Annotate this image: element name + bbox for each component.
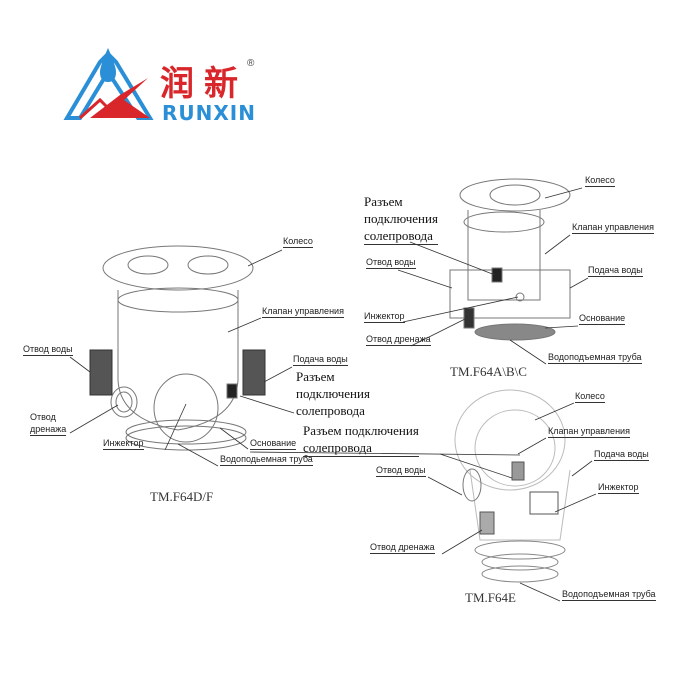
e-riser-label: Водоподъемная труба xyxy=(562,589,656,601)
df-brine-line-2: подключения xyxy=(296,386,370,401)
valve-f64df-drawing xyxy=(89,245,266,451)
abc-brine-line-label: Разъем подключения солепровода xyxy=(364,193,438,245)
e-brine-line-1: Разъем подключения xyxy=(303,423,419,438)
abc-riser-label: Водоподъемная труба xyxy=(548,352,642,364)
df-base-label: Основание xyxy=(250,438,297,450)
logo-brand: RUNXIN xyxy=(162,101,256,125)
df-drain-label-2: дренажа xyxy=(30,424,67,436)
df-injector-label: Инжектор xyxy=(103,438,144,450)
abc-brine-line-2: подключения xyxy=(364,211,438,226)
registered-mark: ® xyxy=(247,58,255,69)
abc-brine-line-1: Разъем xyxy=(364,194,403,209)
df-drain-label-1: Отвод xyxy=(30,412,56,422)
abc-base-label: Основание xyxy=(579,313,626,325)
e-wheel-label: Колесо xyxy=(575,391,605,403)
e-model-label: TM.F64E xyxy=(465,590,516,605)
e-control-valve-label: Клапан управления xyxy=(548,426,630,438)
e-brine-line-2: солепровода xyxy=(303,440,372,455)
abc-wheel-label: Колесо xyxy=(585,175,615,187)
df-water-inlet-label: Подача воды xyxy=(293,354,348,366)
df-brine-line-3: солепровода xyxy=(296,403,365,418)
abc-water-outlet-label: Отвод воды xyxy=(366,257,416,269)
abc-injector-label: Инжектор xyxy=(364,311,405,323)
e-injector-label: Инжектор xyxy=(598,482,639,494)
df-riser-label: Водоподьемная труба xyxy=(220,454,313,466)
df-brine-line-1: Разъем xyxy=(296,369,335,384)
abc-model-label: TM.F64A\B\C xyxy=(450,364,527,379)
valve-f64abc-drawing xyxy=(449,178,571,341)
abc-drain-label: Отвод дренажа xyxy=(366,334,431,346)
e-water-inlet-label: Подача воды xyxy=(594,449,649,461)
e-brine-line-label: Разъем подключения солепровода xyxy=(303,422,419,457)
abc-control-valve-label: Клапан управления xyxy=(572,222,654,234)
valve-f64e-drawing xyxy=(454,389,571,583)
df-model-label: TM.F64D/F xyxy=(150,489,214,504)
df-control-valve-label: Клапан управления xyxy=(262,306,344,318)
df-brine-line-label: Разъем подключения солепровода xyxy=(296,368,370,419)
abc-water-inlet-label: Подача воды xyxy=(588,265,643,277)
logo-chinese: 润新 xyxy=(160,64,248,104)
e-water-outlet-label: Отвод воды xyxy=(376,465,426,477)
df-water-outlet-label: Отвод воды xyxy=(23,344,73,356)
e-drain-label: Отвод дренажа xyxy=(370,542,435,554)
df-wheel-label: Колесо xyxy=(283,236,313,248)
abc-brine-line-3: солепровода xyxy=(364,228,433,243)
